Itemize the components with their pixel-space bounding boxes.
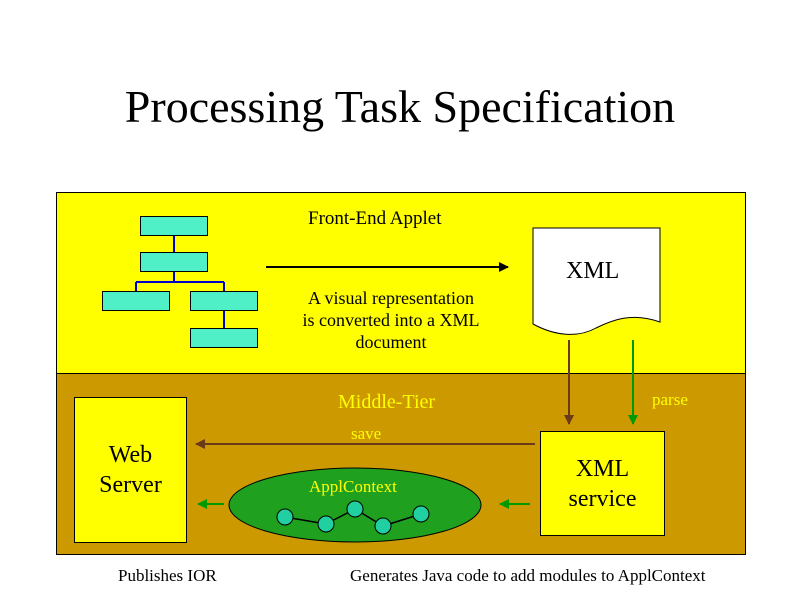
parse-label: parse: [652, 390, 688, 409]
module-nodes: [276, 500, 430, 535]
tree-node-right: [190, 291, 258, 311]
save-label: save: [351, 424, 382, 443]
footer-right-caption: Generates Java code to add modules to Ap…: [350, 566, 706, 585]
description-line-1: A visual representation: [308, 288, 474, 308]
xml-service-box: XML service: [540, 431, 665, 536]
xml-service-line-2: service: [568, 485, 637, 512]
web-server-line-2: Server: [99, 472, 162, 498]
xml-document-shape: [532, 227, 661, 335]
tree-node-left: [102, 291, 170, 311]
page-title: Processing Task Specification: [124, 81, 676, 132]
middle-tier-label: Middle-Tier: [338, 391, 436, 413]
description-line-2: is converted into a XML: [302, 310, 480, 330]
module-node: [374, 517, 392, 535]
module-node: [276, 508, 294, 526]
tree-connectors: [135, 236, 225, 328]
tree-node-middle: [140, 252, 208, 272]
xml-service-line-1: XML: [575, 455, 630, 482]
appl-context-label: ApplContext: [309, 477, 397, 496]
tree-node-bottom: [190, 328, 258, 348]
footer-left-caption: Publishes IOR: [118, 566, 217, 585]
module-node: [346, 500, 364, 518]
module-node: [412, 505, 430, 523]
xml-document-label: XML: [566, 258, 620, 284]
description-line-3: document: [355, 332, 427, 352]
conversion-description: A visual representation is converted int…: [280, 287, 502, 353]
module-node: [317, 515, 335, 533]
web-server-box: Web Server: [74, 397, 187, 543]
web-server-line-1: Web: [108, 442, 153, 468]
tree-node-root: [140, 216, 208, 236]
front-end-label: Front-End Applet: [308, 208, 442, 229]
